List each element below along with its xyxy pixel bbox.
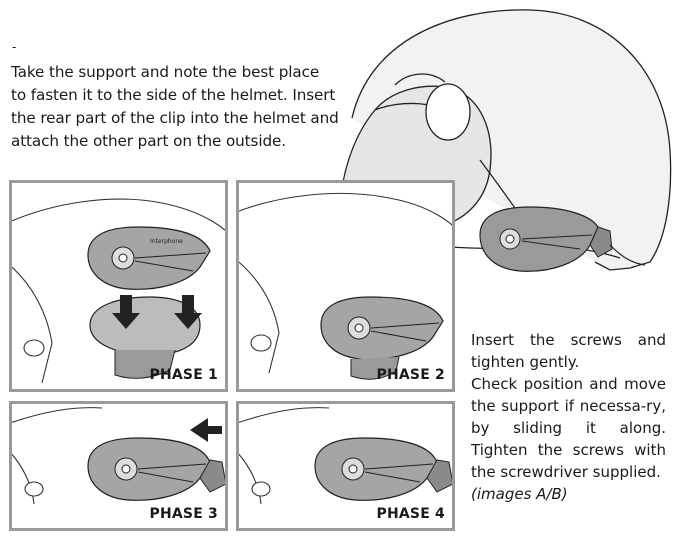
bullet-marker: - bbox=[12, 40, 17, 54]
intro-line: the rear part of the clip into the helme… bbox=[11, 109, 339, 127]
intro-text: Take the support and note the best place… bbox=[11, 61, 346, 153]
phase-1-panel: Interphone PHASE 1 bbox=[9, 180, 228, 392]
instruction-paragraph: Insert the screws and tighten gently. bbox=[471, 331, 666, 371]
brand-mark: Interphone bbox=[150, 238, 183, 245]
phase-2-illustration bbox=[239, 192, 452, 380]
slide-arrow bbox=[190, 418, 222, 442]
images-note: (images A/B) bbox=[471, 485, 568, 503]
phase-1-illustration: Interphone bbox=[12, 198, 225, 384]
phase-3-illustration bbox=[12, 407, 225, 505]
phase-label: PHASE 4 bbox=[376, 506, 445, 522]
phase-label: PHASE 3 bbox=[149, 506, 218, 522]
phase-2-panel: PHASE 2 bbox=[236, 180, 455, 392]
phase-4-illustration bbox=[239, 407, 452, 505]
phase-label: PHASE 2 bbox=[376, 367, 445, 383]
intro-line: attach the other part on the outside. bbox=[11, 132, 286, 150]
phase-4-panel: PHASE 4 bbox=[236, 401, 455, 531]
phase-label: PHASE 1 bbox=[149, 367, 218, 383]
intro-line: to fasten it to the side of the helmet. … bbox=[11, 86, 336, 104]
phase-3-panel: PHASE 3 bbox=[9, 401, 228, 531]
instruction-paragraph: Check position and move the support if n… bbox=[471, 375, 666, 481]
instructions-text: Insert the screws and tighten gently. Ch… bbox=[471, 329, 666, 505]
intro-line: Take the support and note the best place bbox=[11, 63, 320, 81]
helmet-illustration bbox=[337, 9, 672, 272]
